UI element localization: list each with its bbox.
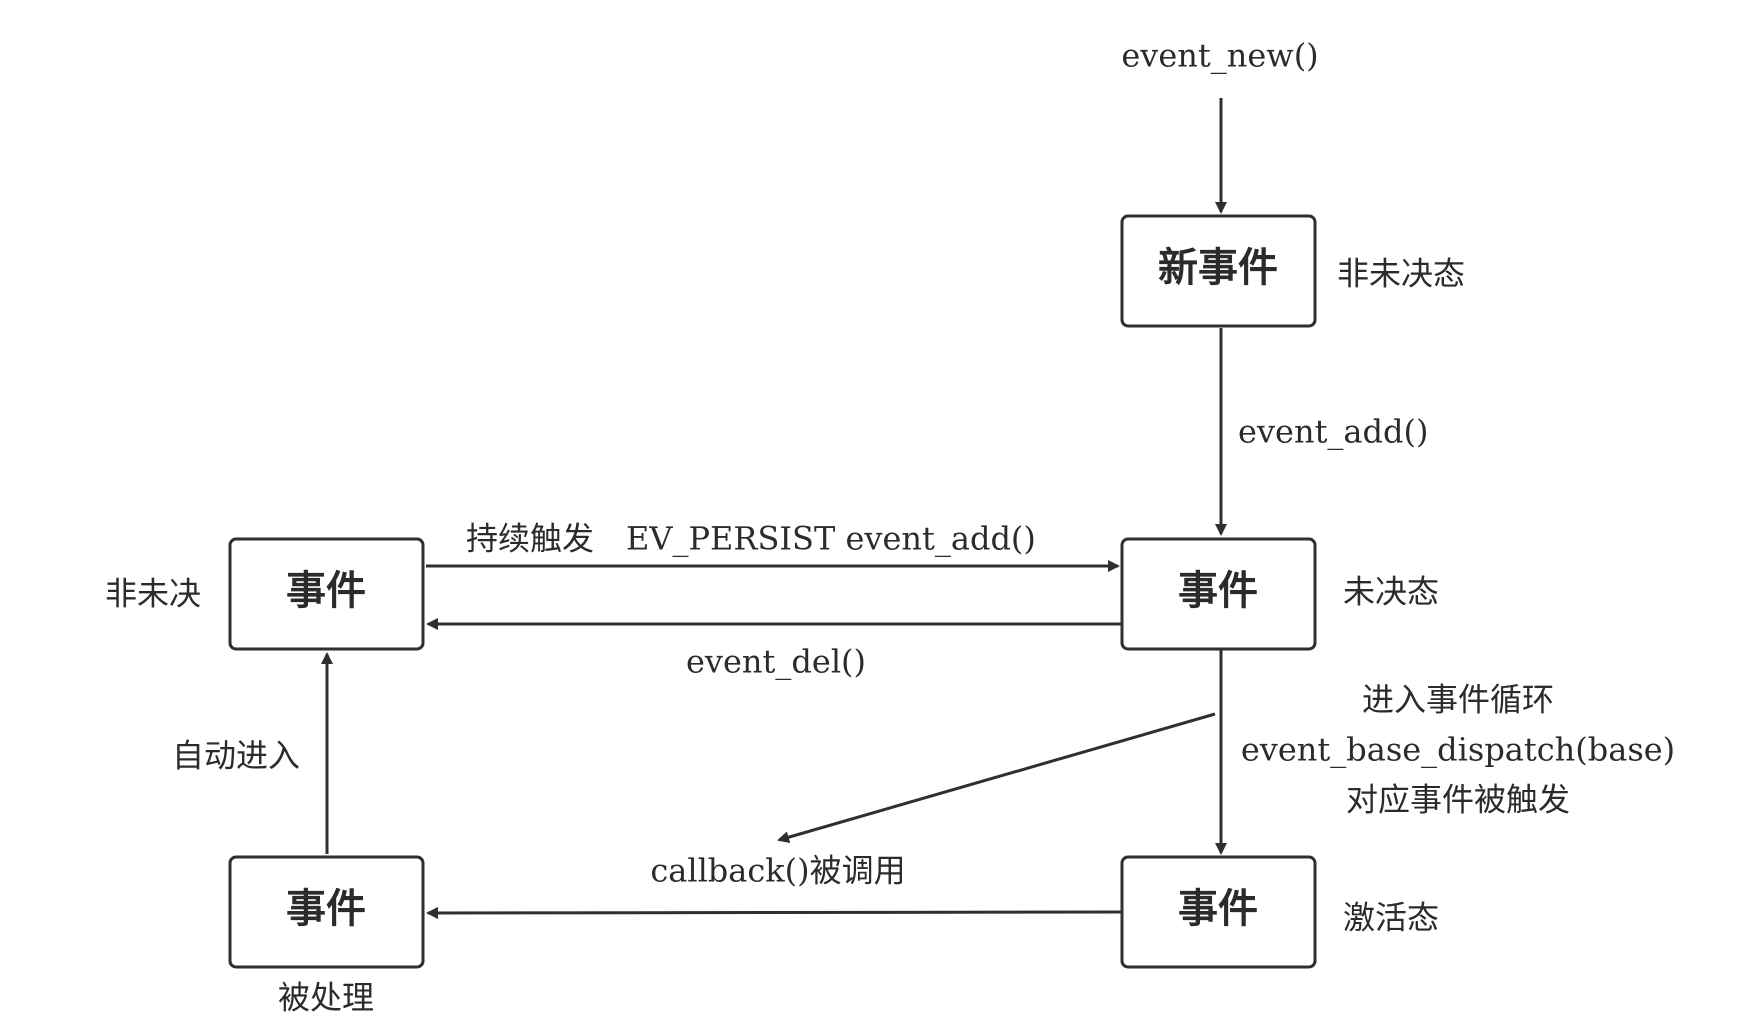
edge-callback — [426, 906, 1122, 919]
edge-label-persist: 持续触发 EV_PERSIST event_add() — [466, 520, 1036, 558]
state-label-active-event: 激活态 — [1343, 899, 1439, 937]
node-active-event-label: 事件 — [1178, 885, 1258, 932]
node-processed-event: 事件 — [228, 855, 425, 969]
node-new-event: 新事件 — [1120, 214, 1317, 328]
edge-label-event-del: event_del() — [686, 643, 866, 681]
edge-label-dispatch-line1: 进入事件循环 — [1362, 681, 1554, 719]
state-label-pending-event: 未决态 — [1343, 573, 1439, 611]
state-label-new-event: 非未决态 — [1337, 255, 1465, 293]
node-non-pending-event-label: 事件 — [286, 567, 366, 614]
edge-label-dispatch-line3: 对应事件被触发 — [1346, 781, 1570, 819]
node-new-event-label: 新事件 — [1158, 244, 1278, 291]
state-label-non-pending-event: 非未决 — [105, 575, 201, 613]
node-pending-event-label: 事件 — [1178, 567, 1258, 614]
node-active-event: 事件 — [1120, 855, 1317, 969]
node-non-pending-event: 事件 — [228, 537, 425, 651]
edge-label-event-new: event_new() — [1121, 37, 1318, 75]
edge-label-dispatch-line2: event_base_dispatch(base) — [1241, 731, 1675, 769]
edge-callback-diagonal — [777, 712, 1216, 843]
edge-label-auto-enter: 自动进入 — [172, 737, 300, 775]
state-label-processed-event: 被处理 — [278, 979, 374, 1017]
node-pending-event: 事件 — [1120, 537, 1317, 651]
node-processed-event-label: 事件 — [286, 885, 366, 932]
edge-label-event-add: event_add() — [1238, 413, 1428, 451]
edge-label-callback: callback()被调用 — [650, 852, 905, 890]
